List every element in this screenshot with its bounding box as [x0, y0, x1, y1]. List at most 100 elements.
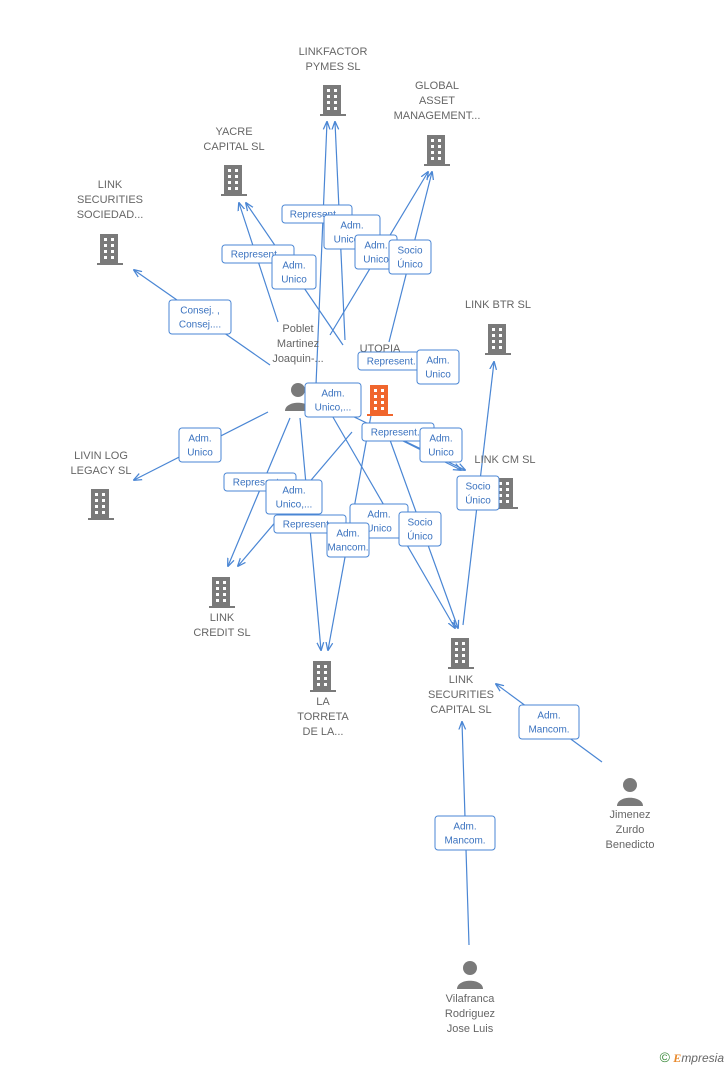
edge-label-box: [271, 254, 317, 290]
node-label: LA: [316, 696, 330, 708]
node-label: PYMES SL: [305, 61, 360, 73]
edge-label-box: [326, 522, 370, 558]
edge-label-text: Represent...: [371, 428, 425, 439]
edge-label[interactable]: Adm.Mancom.: [434, 815, 496, 851]
edge-label[interactable]: Adm. Unico,...: [304, 382, 362, 418]
building-icon: [97, 234, 123, 265]
person-icon: [457, 961, 483, 989]
edge-label-text: Único: [397, 258, 423, 271]
edge-label-box: [388, 239, 432, 275]
company-node[interactable]: LINKFACTOR PYMES SL: [299, 46, 368, 116]
edge-label-box: [265, 479, 323, 515]
edge-label-text: Socio: [465, 482, 490, 493]
edge-label[interactable]: Adm. Unico: [416, 349, 460, 385]
edge-label-text: Adm.: [321, 389, 344, 400]
edge-label[interactable]: Adm. Mancom.: [326, 522, 370, 558]
node-label: LIVIN LOG: [74, 450, 128, 462]
copyright-icon: ©: [659, 1049, 670, 1065]
building-icon: [88, 489, 114, 520]
node-label: CAPITAL SL: [203, 141, 264, 153]
edge-label-text: Unico: [363, 255, 389, 266]
node-label: LEGACY SL: [71, 465, 132, 477]
node-label: SECURITIES: [428, 689, 494, 701]
edge-label-text: Unico,...: [276, 500, 313, 511]
node-label: Martinez: [277, 338, 319, 350]
building-icon: [367, 385, 393, 416]
company-node[interactable]: LINK BTR SL: [465, 299, 531, 355]
brand-initial: E: [673, 1051, 682, 1065]
node-label: Joaquin-...: [272, 353, 323, 365]
node-label: Poblet: [282, 323, 313, 335]
edge-label-text: Unico,...: [315, 403, 352, 414]
node-label: Vilafranca: [446, 993, 496, 1005]
node-label: LINK: [210, 612, 235, 624]
edge-label-text: Adm.: [336, 529, 359, 540]
edge-label-text: Único: [465, 494, 491, 507]
edge-label-text: Adm.: [426, 356, 449, 367]
brand-rest: mpresia: [681, 1051, 724, 1065]
company-node[interactable]: LINK SECURITIES SOCIEDAD...: [77, 179, 144, 265]
edge-label-text: Mancom.: [327, 543, 368, 554]
edge-label-text: Adm.: [188, 434, 211, 445]
edge-label[interactable]: Adm. Unico,...: [265, 479, 323, 515]
edge-label[interactable]: Adm.Unico: [419, 427, 463, 463]
edge-labels-layer: Represent...Adm.Unico,...Adm.UnicoSocioÚ…: [168, 204, 580, 851]
edge-label[interactable]: Adm. Unico: [178, 427, 222, 463]
edge-label-text: Adm.: [282, 261, 305, 272]
node-label: Benedicto: [606, 839, 655, 851]
node-label: Rodriguez: [445, 1008, 495, 1020]
node-label: Zurdo: [616, 824, 645, 836]
node-label: LINK CM SL: [474, 454, 535, 466]
node-label: LINK BTR SL: [465, 299, 531, 311]
node-label: DE LA...: [303, 726, 344, 738]
relation-edge: [315, 122, 327, 386]
node-label: TORRETA: [297, 711, 349, 723]
company-node[interactable]: GLOBALASSETMANAGEMENT...: [394, 80, 481, 166]
edge-label-text: Socio: [397, 246, 422, 257]
edge-label-text: Adm.: [537, 711, 560, 722]
company-node[interactable]: LINK CM SL: [474, 454, 536, 509]
edge-label-text: Unico: [366, 524, 392, 535]
person-icon: [617, 778, 643, 806]
edge-label-box: [304, 382, 362, 418]
company-node[interactable]: LA TORRETA DE LA...: [297, 661, 349, 738]
edge-label-text: Adm.: [282, 486, 305, 497]
edge-label-text: Adm.: [340, 221, 363, 232]
brand-mark[interactable]: © Empresia: [660, 1049, 724, 1066]
person-node[interactable]: PobletMartinezJoaquin-...: [272, 323, 324, 411]
edge-label-text: Único: [407, 530, 433, 543]
node-label: SECURITIES: [77, 194, 143, 206]
edge-label[interactable]: Consej. ,Consej....: [168, 299, 232, 335]
relation-edge: [228, 417, 291, 566]
edge-label-box: [416, 349, 460, 385]
edge-label-text: Adm.: [453, 822, 476, 833]
building-icon: [209, 577, 235, 608]
node-label: Jimenez: [610, 809, 651, 821]
edge-label-text: Unico,...: [334, 235, 371, 246]
node-label: SOCIEDAD...: [77, 209, 144, 221]
edge-label-text: Consej. ,: [180, 306, 219, 317]
node-label: LINK: [98, 179, 123, 191]
company-node[interactable]: LIVIN LOG LEGACY SL: [71, 450, 132, 520]
node-label: ASSET: [419, 95, 455, 107]
edge-label[interactable]: Adm.Unico: [271, 254, 317, 290]
node-label: GLOBAL: [415, 80, 459, 92]
edge-label[interactable]: Adm.Mancom.: [518, 704, 580, 740]
edge-label[interactable]: Adm.Unico: [354, 234, 398, 270]
edge-label[interactable]: Represent...: [357, 351, 431, 371]
node-label: LINKFACTOR: [299, 46, 368, 58]
edge-label-text: Represent...: [233, 478, 287, 489]
edge-label-text: Unico: [187, 448, 213, 459]
edge-label-text: Unico: [425, 370, 451, 381]
relation-edge: [299, 417, 321, 650]
building-icon: [424, 135, 450, 166]
